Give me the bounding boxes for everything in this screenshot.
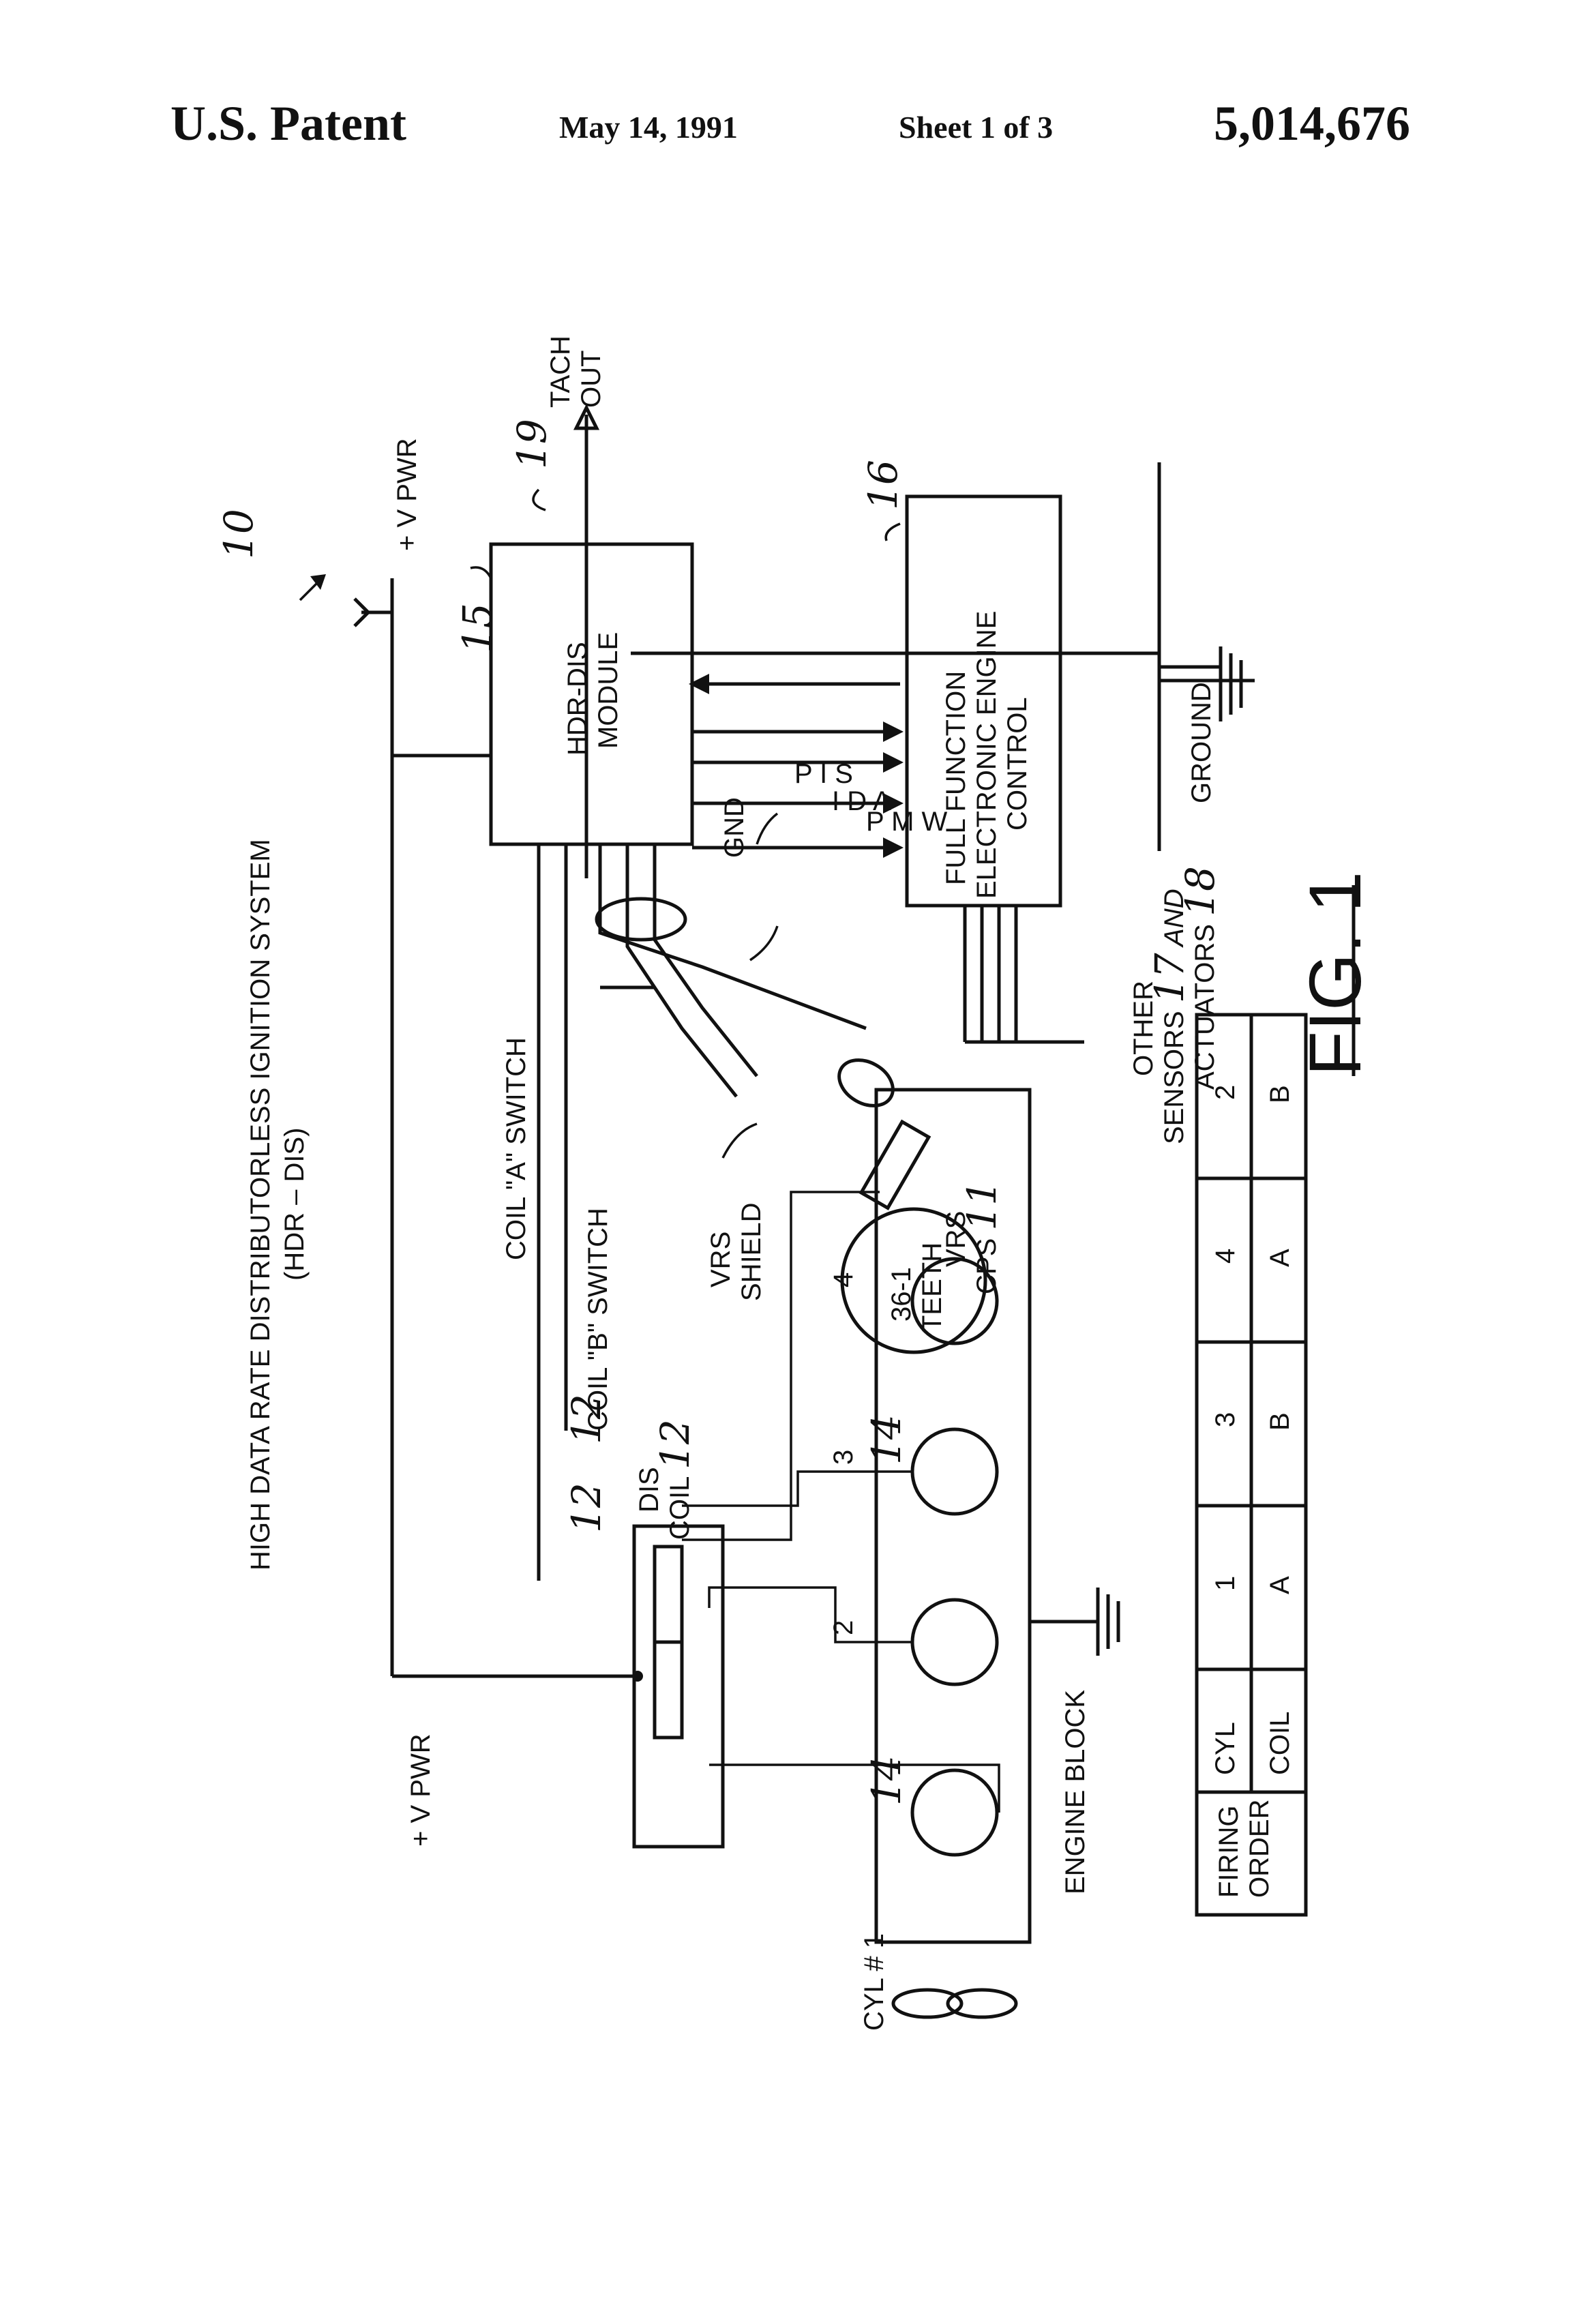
cylinder-4 [910,1257,999,1345]
plug-wire-2 [708,1586,914,1643]
ref-16-leader [884,522,901,541]
cyl-num-2: 2 [829,1620,859,1635]
vrs-shield-ring-1 [595,897,687,942]
ref-12a: 12 [563,1394,610,1444]
ref-14b: 14 [863,1414,910,1465]
fan-blade-1 [891,1988,964,2019]
dis-coil [632,1524,725,1849]
coil-a-switch-label: COIL "A" SWITCH [501,1037,531,1260]
other-label-1: OTHER [1129,981,1159,1076]
gnd-leader [749,925,779,962]
vrs-shield-ring-2 [837,1058,895,1107]
coil-a-winding [653,1640,684,1740]
coil-cell-4: B [1265,1085,1295,1103]
vrs-shield-label-1: VRS [706,1232,736,1287]
ref-19-leader [532,488,546,511]
vrs-wire-2 [625,844,738,1098]
figure-1-drawing: HIGH DATA RATE DISTRIBUTORLESS IGNITION … [245,336,1376,2031]
cyl-num-3: 3 [829,1450,859,1465]
dis-coil-label-2: COIL 12 [652,1419,698,1540]
control-label-3: CONTROL [1002,697,1032,831]
row-label-cyl: CYL [1210,1722,1240,1775]
vpwr-left-label: + V PWR [406,1733,436,1847]
coil-cell-2: B [1265,1412,1295,1431]
gnd-label: GND [719,797,749,858]
coil-cell-3: A [1265,1249,1295,1267]
cyl-cell-3: 4 [1210,1249,1240,1264]
vrs-sensor [859,1119,931,1210]
module-label-2: MODULE [593,632,623,749]
ref-10-arrowhead [310,574,326,590]
coil-b-winding [653,1545,684,1644]
header-date: May 14, 1991 [559,110,738,145]
ground-label: GROUND [1186,682,1217,803]
header-publisher: U.S. Patent [170,96,406,151]
ref-14a: 14 [863,1755,910,1806]
firing-order-label-1: FIRING [1214,1805,1244,1898]
ref-19: 19 [509,419,555,469]
coil-cell-1: A [1265,1576,1295,1594]
fan-blade-2 [946,1988,1018,2019]
gnd-wire [598,844,867,1030]
vrs-shield-leader [721,1122,758,1159]
cyl-cell-4: 2 [1210,1085,1240,1100]
row-label-coil: COIL [1265,1712,1295,1775]
trigger-wheel [840,1207,987,1354]
header-patent-number: 5,014,676 [1214,96,1410,151]
dis-coil-label-1: DIS [634,1467,664,1513]
ref-16: 16 [860,460,906,510]
control-label-2: ELECTRONIC ENGINE [972,611,1002,899]
ref-12b: 12 [563,1483,610,1533]
header-sheet: Sheet 1 of 3 [899,110,1054,145]
ref-15-leader [470,566,492,579]
ref-15: 15 [454,603,501,653]
control-label-1: FULL FUNCTION [941,671,971,885]
vpwr-top-label: + V PWR [392,438,422,551]
cyl-num-4: 4 [829,1272,859,1287]
firing-order-label-2: ORDER [1244,1800,1274,1898]
vrs-shield-label-2: SHIELD [736,1203,766,1302]
vpwr-top-arrow [353,597,371,627]
plug-wire-3 [682,1470,914,1507]
engine-block-label: ENGINE BLOCK [1060,1690,1090,1894]
signal-labels-2: I D A [832,786,891,816]
engine-block [874,1088,1032,1944]
teeth-label-2: TEETH [917,1242,947,1332]
module-label-1: HDR-DIS [563,642,593,756]
vrs-cps-label-2: CPS 11 [959,1180,1005,1294]
diagram-subtitle: (HDR – DIS) [280,1128,310,1281]
signal-labels-1: P I S [794,759,853,789]
plug-wire-4 [682,1191,880,1541]
other-label-2: SENSORS 17 AND [1146,889,1193,1144]
vrs-wire-3 [653,844,758,1077]
tach-out-label-2: OUT [576,351,606,408]
cyl-cell-1: 1 [1210,1576,1240,1591]
cyl-cell-2: 3 [1210,1412,1240,1427]
coil-b-switch-label: COIL "B" SWITCH [583,1208,613,1431]
tach-out-label-1: TACH [546,336,576,408]
plug-wire-1 [709,1763,1000,1813]
other-label-3: ACTUATORS 18 [1177,866,1223,1090]
coil-power-node [632,1671,643,1682]
ref-10: 10 [215,509,262,559]
cylinder-2 [910,1598,999,1686]
hdr-dis-module [489,542,694,846]
diagram-title: HIGH DATA RATE DISTRIBUTORLESS IGNITION … [245,839,275,1570]
cylinder-3 [910,1427,999,1516]
cylinder-1 [910,1768,999,1857]
cyl-1-label: CYL # 1 [859,1933,889,2031]
tach-out-arrow [573,404,600,430]
